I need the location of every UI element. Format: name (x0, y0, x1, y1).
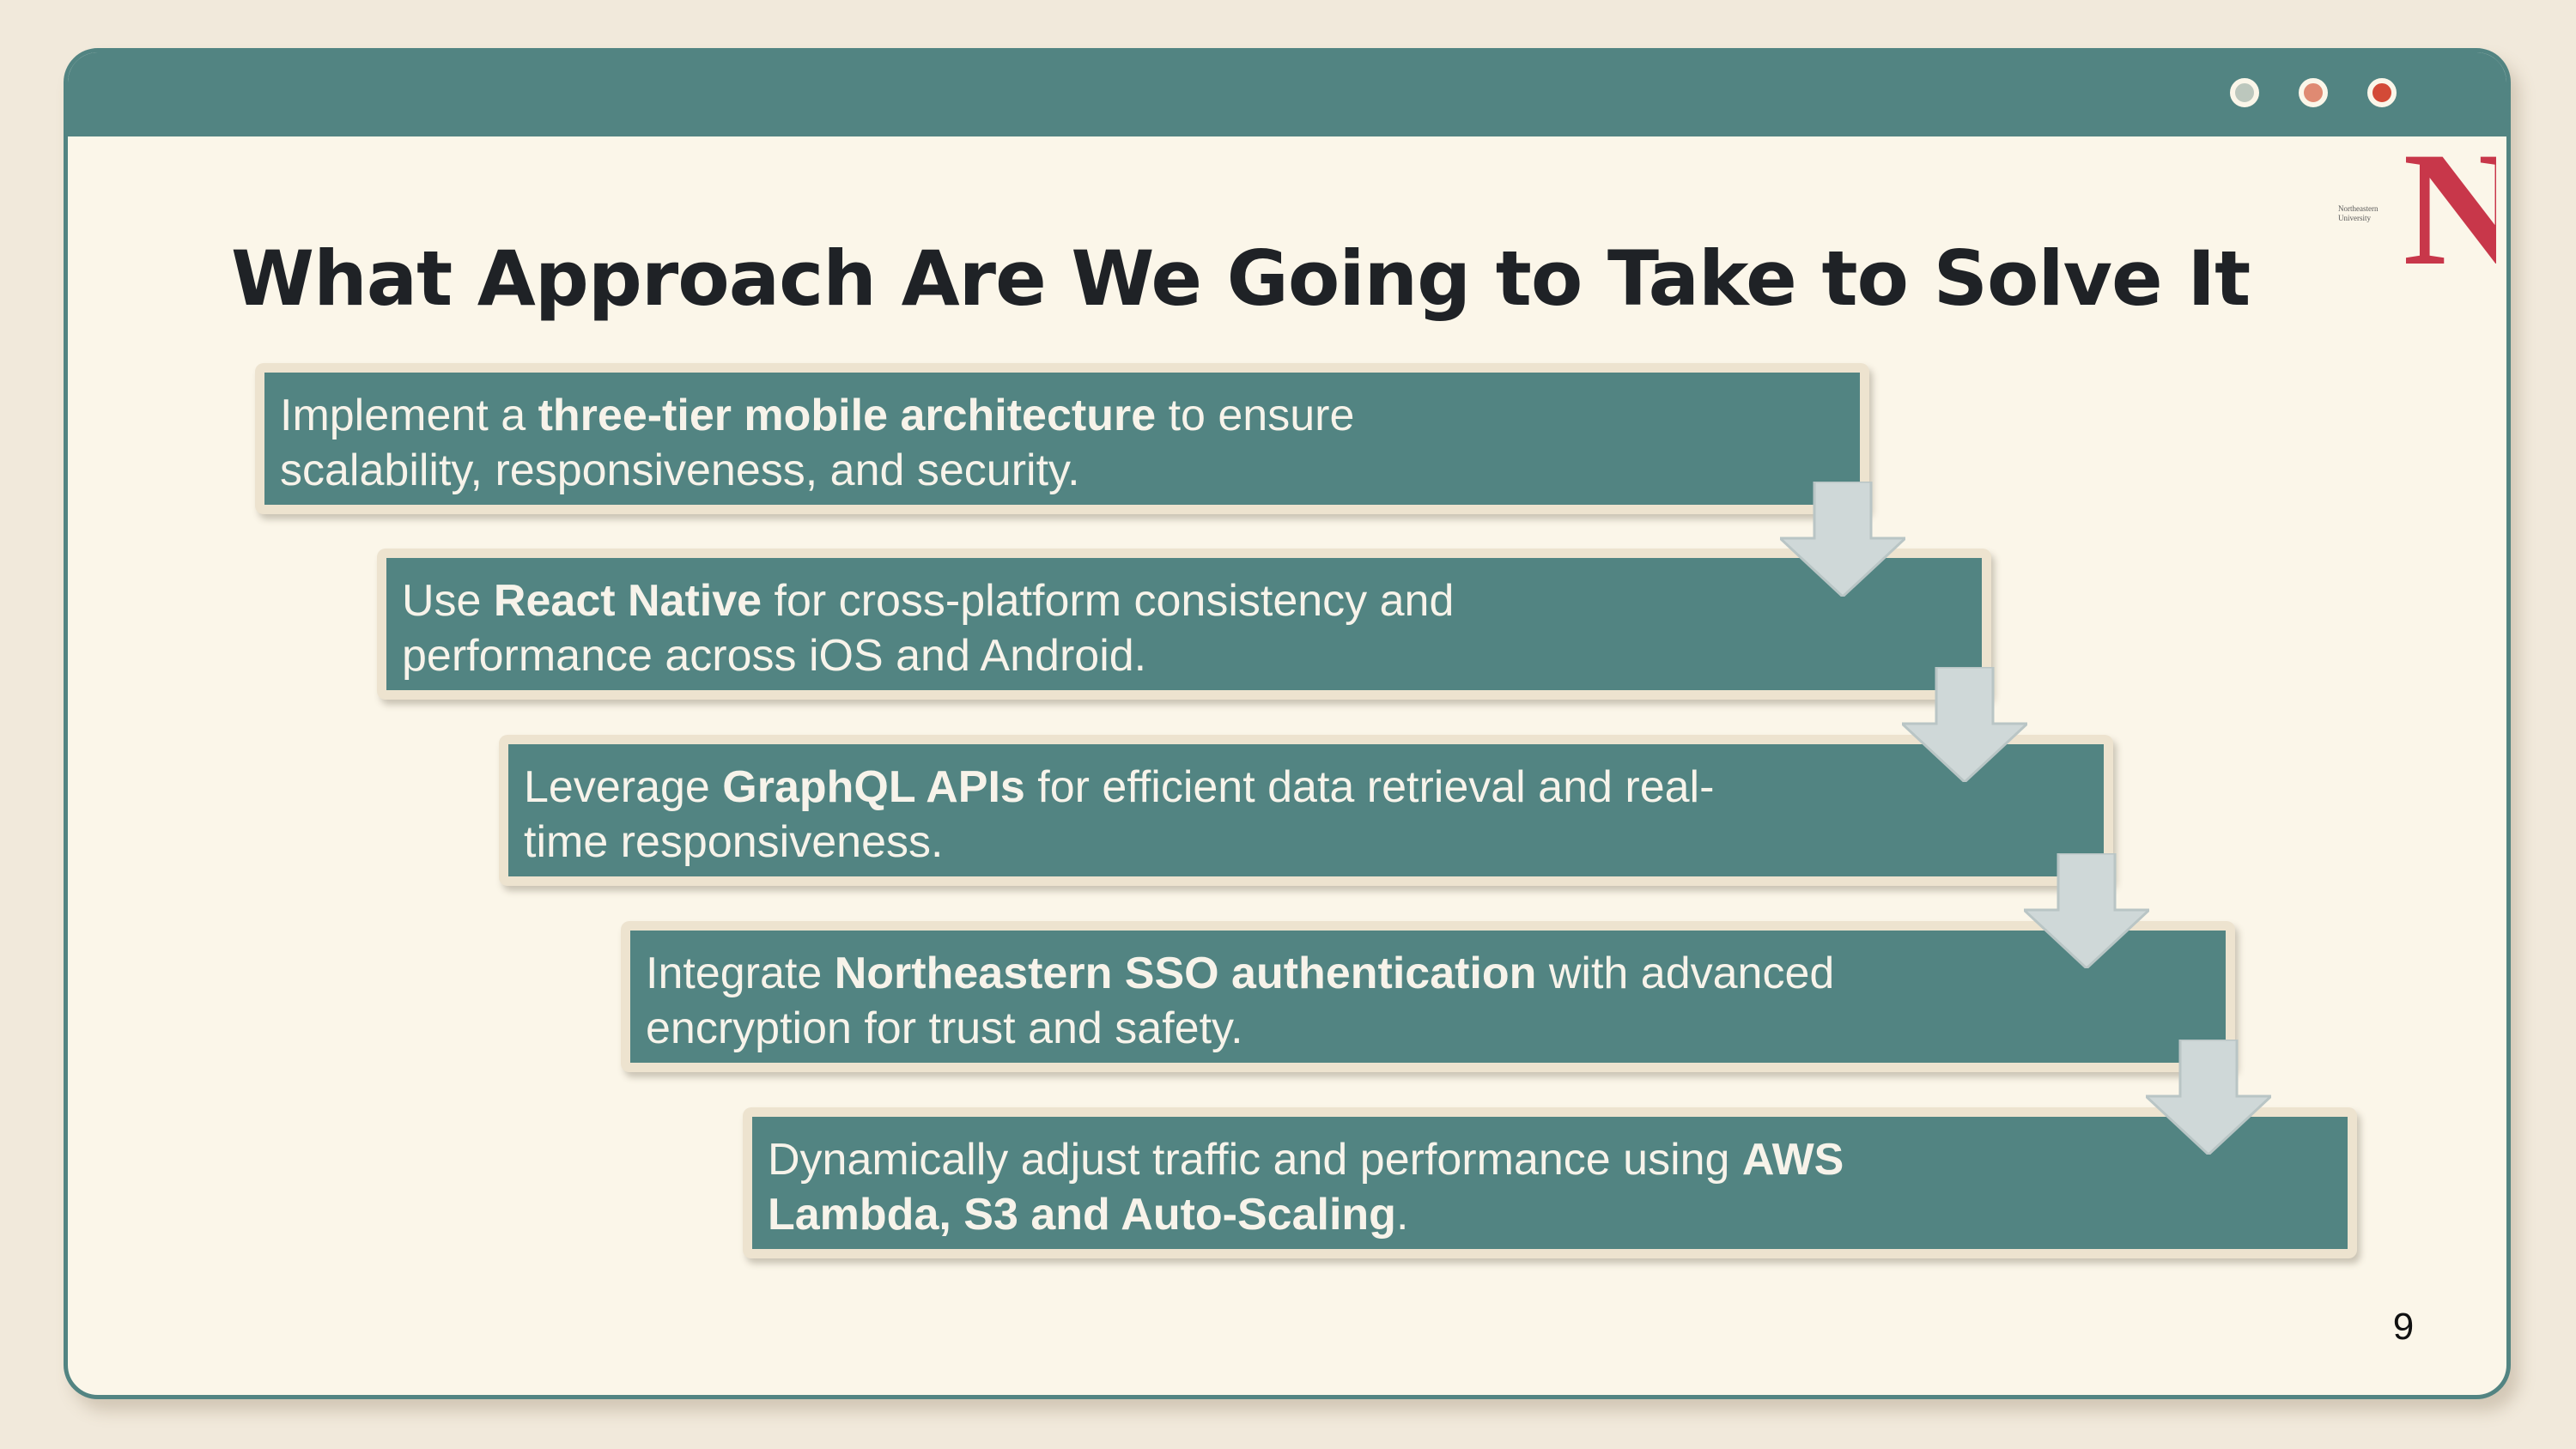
step-text-4: Integrate Northeastern SSO authenticatio… (646, 949, 1835, 1053)
down-arrow-icon (1902, 667, 2027, 782)
down-arrow-icon (2024, 853, 2149, 968)
step-box-3: Leverage GraphQL APIs for efficient data… (499, 735, 2113, 886)
step-text-5: Dynamically adjust traffic and performan… (768, 1135, 1844, 1240)
svg-text:N: N (2403, 145, 2496, 274)
logo-caption-line2: University (2338, 214, 2371, 222)
page-number: 9 (2392, 1306, 2415, 1348)
window-control-salmon-dot[interactable] (2299, 78, 2328, 107)
step-box-2: Use React Native for cross-platform cons… (377, 549, 1991, 700)
step-text-1: Implement a three-tier mobile architectu… (280, 391, 1355, 495)
down-arrow-icon (2146, 1040, 2271, 1155)
step-box-4: Integrate Northeastern SSO authenticatio… (621, 921, 2235, 1072)
slide-window: N Northeastern University What Approach … (64, 48, 2511, 1399)
window-title-bar (68, 52, 2506, 136)
down-arrow-icon (1780, 482, 1905, 597)
step-text-2: Use React Native for cross-platform cons… (402, 576, 1455, 681)
northeastern-logo-icon: N Northeastern University (2338, 145, 2496, 274)
slide-title: What Approach Are We Going to Take to So… (231, 234, 2251, 323)
step-box-1: Implement a three-tier mobile architectu… (255, 363, 1869, 514)
window-control-red-dot[interactable] (2367, 78, 2397, 107)
step-box-5: Dynamically adjust traffic and performan… (743, 1107, 2357, 1258)
logo-caption-line1: Northeastern (2338, 204, 2379, 213)
step-text-3: Leverage GraphQL APIs for efficient data… (524, 762, 1715, 867)
window-control-gray-dot[interactable] (2230, 78, 2259, 107)
